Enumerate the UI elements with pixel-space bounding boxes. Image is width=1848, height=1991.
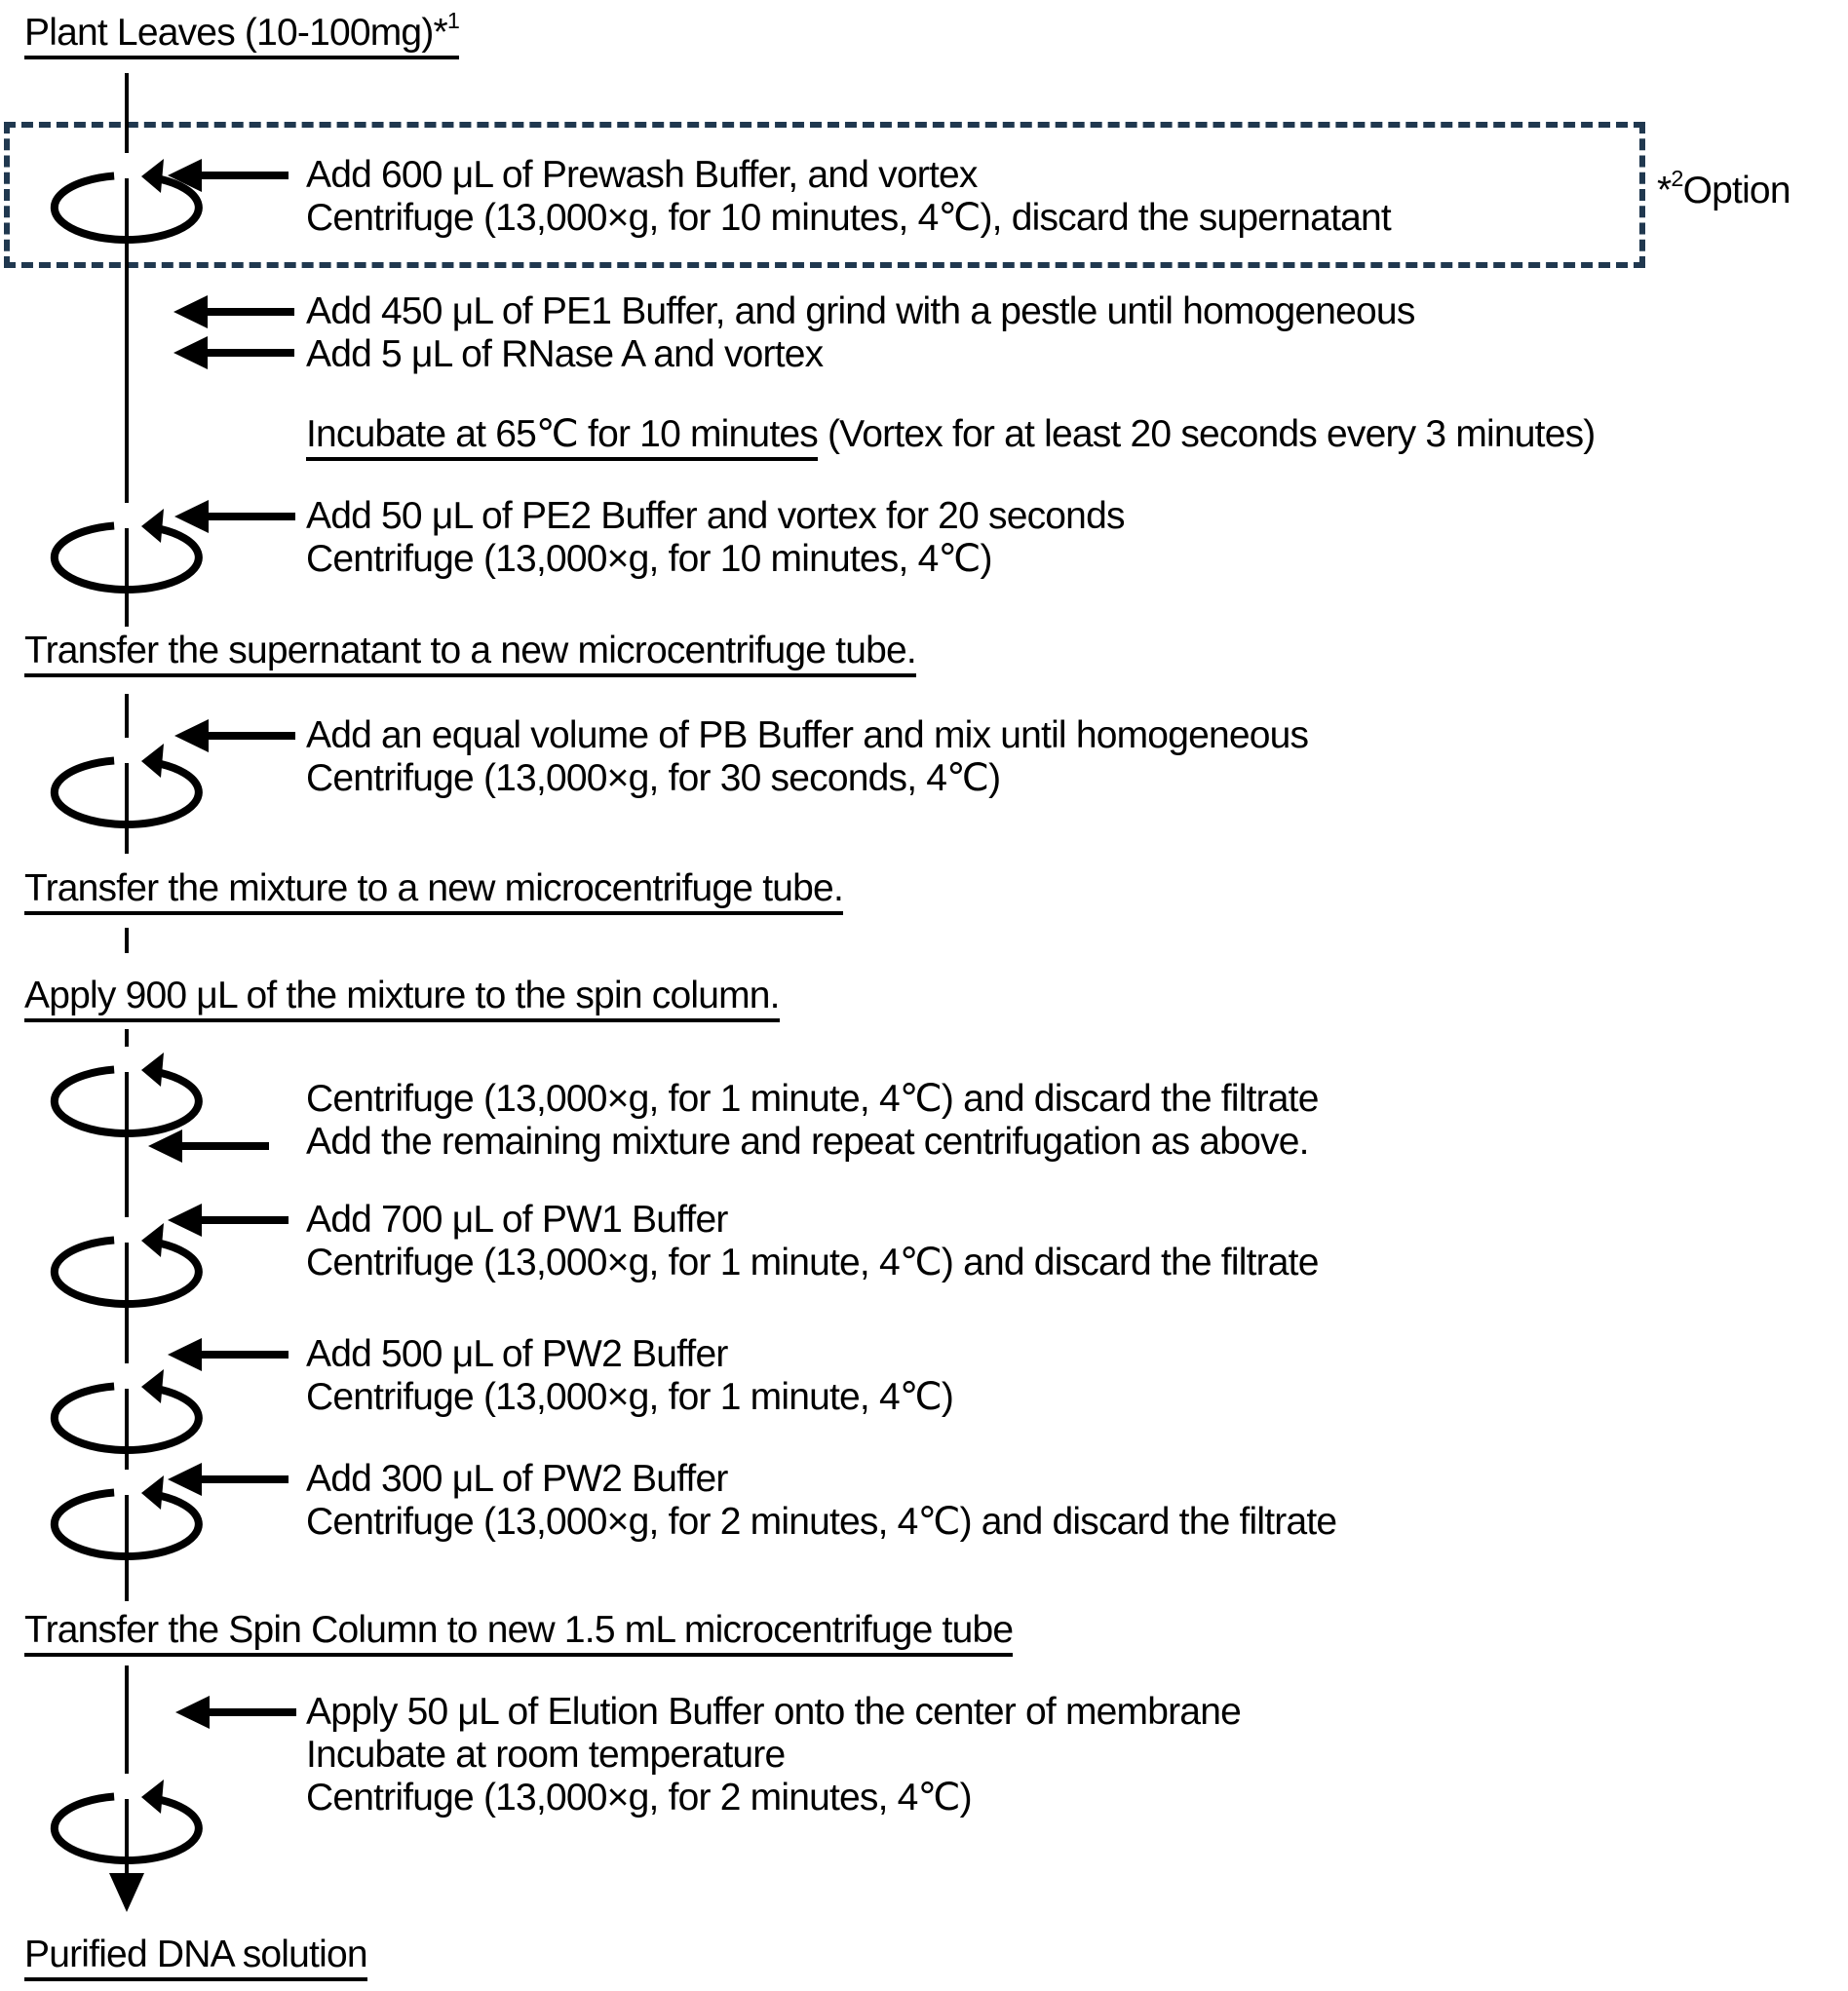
left-arrow-icon (175, 1696, 296, 1729)
step-pb: Add an equal volume of PB Buffer and mix… (306, 714, 1309, 800)
step-line: Centrifuge (13,000×g, for 30 seconds, 4℃… (306, 757, 1001, 799)
left-arrow-icon (168, 1463, 289, 1496)
left-arrow-icon (173, 295, 294, 328)
step-line: Centrifuge (13,000×g, for 1 minute, 4℃) (306, 1376, 954, 1418)
step-elution: Apply 50 μL of Elution Buffer onto the c… (306, 1691, 1242, 1819)
left-arrow-icon (174, 719, 295, 752)
result-text: Purified DNA solution (24, 1934, 368, 1981)
step-line: Add 700 μL of PW1 Buffer (306, 1199, 728, 1241)
header-text: Transfer the supernatant to a new microc… (24, 630, 917, 677)
step-pe1-rnase: Add 450 μL of PE1 Buffer, and grind with… (306, 290, 1415, 376)
step-line: Add 5 μL of RNase A and vortex (306, 333, 824, 375)
step-line: Add 50 μL of PE2 Buffer and vortex for 2… (306, 495, 1125, 537)
title-text: Plant Leaves (10-100mg)* (24, 12, 448, 54)
header-apply-mixture: Apply 900 μL of the mixture to the spin … (24, 975, 781, 1022)
step-line: Add the remaining mixture and repeat cen… (306, 1121, 1310, 1163)
step-line: Add 300 μL of PW2 Buffer (306, 1458, 728, 1500)
page-title: Plant Leaves (10-100mg)*1 (24, 9, 460, 59)
left-arrow-icon (174, 500, 295, 533)
step-line: Apply 50 μL of Elution Buffer onto the c… (306, 1691, 1242, 1733)
step-line: Add an equal volume of PB Buffer and mix… (306, 714, 1309, 756)
header-text: Apply 900 μL of the mixture to the spin … (24, 975, 781, 1022)
step-line: Centrifuge (13,000×g, for 2 minutes, 4℃)… (306, 1501, 1337, 1543)
option-label-sup: 2 (1671, 165, 1683, 191)
option-label-star: * (1657, 170, 1672, 211)
result-label: Purified DNA solution (24, 1934, 368, 1981)
title-footnote-sup: 1 (446, 7, 460, 33)
left-arrow-icon (173, 336, 294, 369)
step-line: Centrifuge (13,000×g, for 10 minutes, 4℃… (306, 197, 1392, 239)
step-incubate: Incubate at 65℃ for 10 minutes (Vortex f… (306, 413, 1596, 461)
left-arrow-icon (148, 1130, 269, 1163)
option-box (4, 122, 1645, 268)
step-spin-column-load: Centrifuge (13,000×g, for 1 minute, 4℃) … (306, 1078, 1319, 1164)
header-transfer-supernatant: Transfer the supernatant to a new microc… (24, 630, 917, 677)
incubate-underlined-text: Incubate at 65℃ for 10 minutes (306, 413, 819, 461)
step-line: Centrifuge (13,000×g, for 10 minutes, 4℃… (306, 538, 992, 580)
header-text: Transfer the Spin Column to new 1.5 mL m… (24, 1609, 1014, 1657)
step-pw2-500: Add 500 μL of PW2 Buffer Centrifuge (13,… (306, 1333, 954, 1419)
step-line: Add 600 μL of Prewash Buffer, and vortex (306, 154, 978, 196)
step-prewash: Add 600 μL of Prewash Buffer, and vortex… (306, 154, 1392, 240)
header-text: Transfer the mixture to a new microcentr… (24, 867, 844, 915)
header-transfer-spin-column: Transfer the Spin Column to new 1.5 mL m… (24, 1609, 1014, 1657)
step-line: Centrifuge (13,000×g, for 2 minutes, 4℃) (306, 1777, 973, 1819)
step-pw2-300: Add 300 μL of PW2 Buffer Centrifuge (13,… (306, 1458, 1337, 1544)
option-label: *2Option (1657, 167, 1791, 212)
down-arrow-icon (109, 1873, 144, 1912)
left-arrow-icon (168, 1338, 289, 1371)
step-line: Incubate at room temperature (306, 1734, 786, 1776)
option-label-text: Option (1682, 170, 1791, 211)
step-pw1: Add 700 μL of PW1 Buffer Centrifuge (13,… (306, 1199, 1319, 1284)
step-line: Centrifuge (13,000×g, for 1 minute, 4℃) … (306, 1078, 1319, 1120)
step-line: Add 450 μL of PE1 Buffer, and grind with… (306, 290, 1415, 332)
step-line: Add 500 μL of PW2 Buffer (306, 1333, 728, 1375)
step-pe2: Add 50 μL of PE2 Buffer and vortex for 2… (306, 495, 1125, 581)
step-line: Centrifuge (13,000×g, for 1 minute, 4℃) … (306, 1242, 1319, 1283)
header-transfer-mixture: Transfer the mixture to a new microcentr… (24, 867, 844, 915)
title-underline: Plant Leaves (10-100mg)*1 (24, 9, 460, 59)
incubate-note: (Vortex for at least 20 seconds every 3 … (817, 413, 1596, 455)
left-arrow-icon (168, 1204, 289, 1237)
